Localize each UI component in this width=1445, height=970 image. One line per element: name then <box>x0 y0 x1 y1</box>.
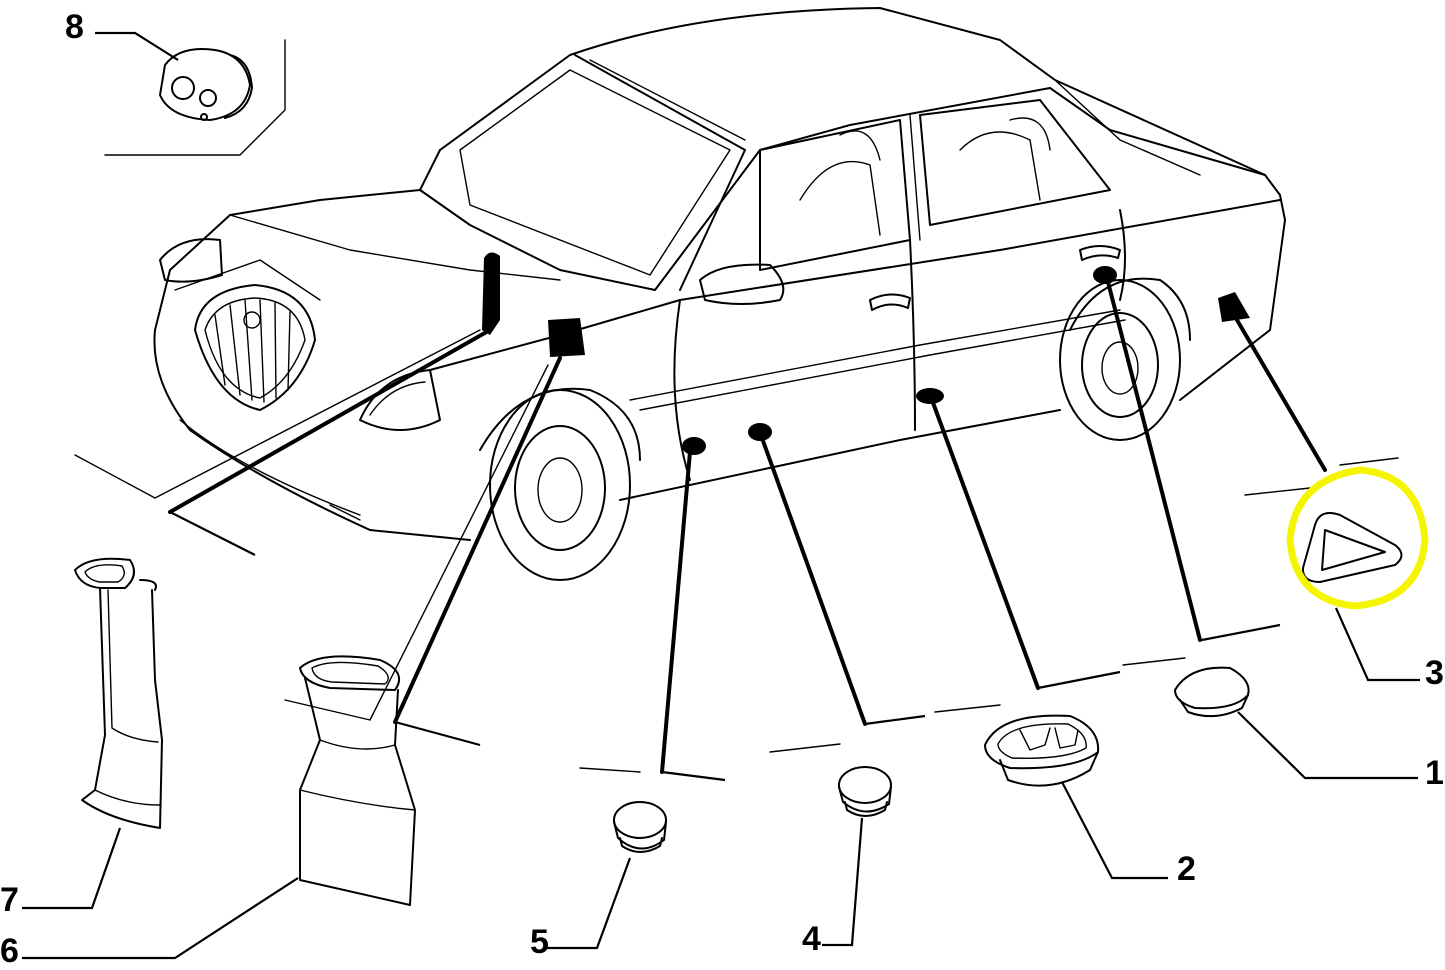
callout-label-4: 4 <box>802 920 821 958</box>
callout-label-2: 2 <box>1177 850 1196 888</box>
part-4-round-plug <box>822 766 892 947</box>
part-2-oval-plug <box>984 714 1168 880</box>
part-8-double-grommet <box>95 31 253 121</box>
part-6-funnel-seal <box>22 655 416 960</box>
part-5-round-plug <box>547 801 667 950</box>
part-7-drain-hose <box>22 557 163 910</box>
callout-label-6: 6 <box>0 932 19 970</box>
part-1-oval-plug <box>1174 666 1418 780</box>
callout-label-1: 1 <box>1425 754 1444 792</box>
car-sedan-illustration <box>153 7 1286 581</box>
callout-label-7: 7 <box>0 881 19 919</box>
callout-label-3: 3 <box>1425 654 1444 692</box>
leader-lines <box>74 39 1399 782</box>
yellow-highlight-circle <box>1286 466 1429 610</box>
callout-label-8: 8 <box>65 8 84 46</box>
callout-label-5: 5 <box>530 923 549 961</box>
part-3-triangle-grommet <box>1286 466 1429 682</box>
